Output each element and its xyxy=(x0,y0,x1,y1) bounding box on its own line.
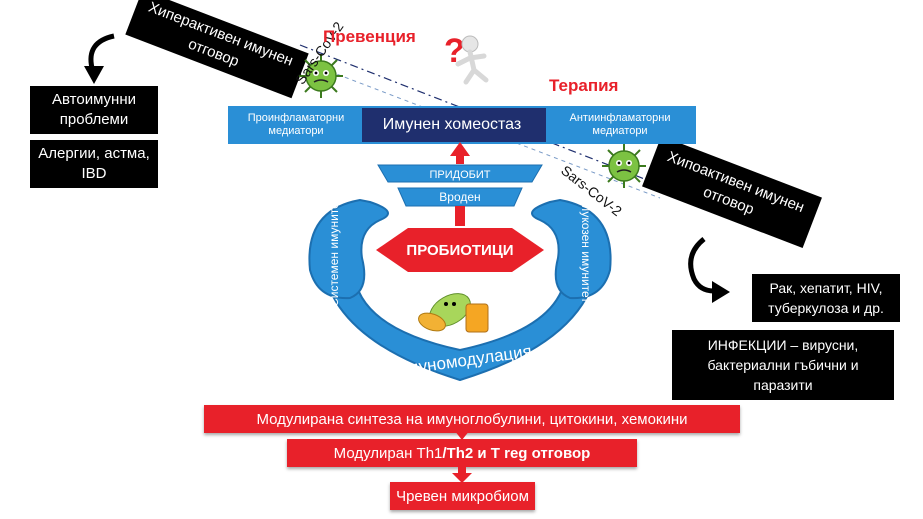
down-arrow-icon xyxy=(454,430,470,440)
proinflammatory-box: Проинфламаторни медиатори xyxy=(230,108,362,142)
innate-shape xyxy=(397,187,523,207)
down-arrow-icon xyxy=(455,206,465,226)
antiinflammatory-box: Антиинфламаторни медиатори xyxy=(546,108,694,142)
systemic-immunity-lobe xyxy=(308,198,389,300)
therapy-label: Терапия xyxy=(549,76,619,95)
response-text-plain: Модулиран Th1 xyxy=(333,444,443,462)
antiinflammatory-text: Антиинфламаторни медиатори xyxy=(569,112,671,137)
diseases-text: Рак, хепатит, HIV, туберкулоза и др. xyxy=(768,280,884,316)
down-arrow-icon xyxy=(452,467,472,483)
prevention-label: Превенция xyxy=(323,27,416,46)
allergy-text: Алергии, астма, IBD xyxy=(38,145,150,182)
systemic-immunity-label: Системен имунитет xyxy=(327,197,341,307)
acquired-label: ПРИДОБИТ xyxy=(430,169,491,181)
synthesis-text: Модулирана синтеза на имуноглобулини, ци… xyxy=(256,410,688,428)
autoimmune-problems-box: Автоимунни проблеми xyxy=(30,86,158,134)
running-figure-icon: ? xyxy=(444,32,489,85)
probiotics-label: ПРОБИОТИЦИ xyxy=(406,242,513,259)
synthesis-box: Модулирана синтеза на имуноглобулини, ци… xyxy=(204,405,740,433)
homeostasis-text: Имунен хомеостаз xyxy=(382,116,522,133)
infections-box: ИНФЕКЦИИ – вирусни, бактериални гъбични … xyxy=(672,330,894,400)
response-text-bold: /Th2 и T reg отговор xyxy=(442,444,591,462)
acquired-shape xyxy=(377,164,543,183)
microbiome-box: Чревен микробиом xyxy=(390,482,535,510)
response-box: Модулиран Th1/Th2 и T reg отговор xyxy=(287,439,637,467)
virus-icon xyxy=(299,54,343,98)
mucosal-immunity-label: Мукозен имунитет xyxy=(579,201,593,303)
virus-icon xyxy=(602,144,646,188)
proinflammatory-text: Проинфламаторни медиатори xyxy=(247,112,345,137)
autoimmune-problems-text: Автоимунни проблеми xyxy=(52,91,136,128)
allergy-box: Алергии, астма, IBD xyxy=(30,140,158,188)
diseases-box: Рак, хепатит, HIV, туберкулоза и др. xyxy=(752,274,900,322)
bacteria-illustration-icon xyxy=(418,293,489,333)
up-arrow-icon xyxy=(450,142,470,164)
curved-arrow-icon xyxy=(688,237,730,303)
infections-text: ИНФЕКЦИИ – вирусни, бактериални гъбични … xyxy=(707,337,859,393)
homeostasis-title: Имунен хомеостаз xyxy=(362,108,542,142)
immune-diagram: ПРИДОБИТ Вроден ПРОБИОТИЦИ Системен имун… xyxy=(308,142,612,382)
innate-label: Вроден xyxy=(439,190,480,204)
probiotics-shape xyxy=(376,228,544,272)
curved-arrow-icon xyxy=(84,33,115,84)
microbiome-text: Чревен микробиом xyxy=(396,487,529,505)
mucosal-immunity-lobe xyxy=(531,198,612,300)
